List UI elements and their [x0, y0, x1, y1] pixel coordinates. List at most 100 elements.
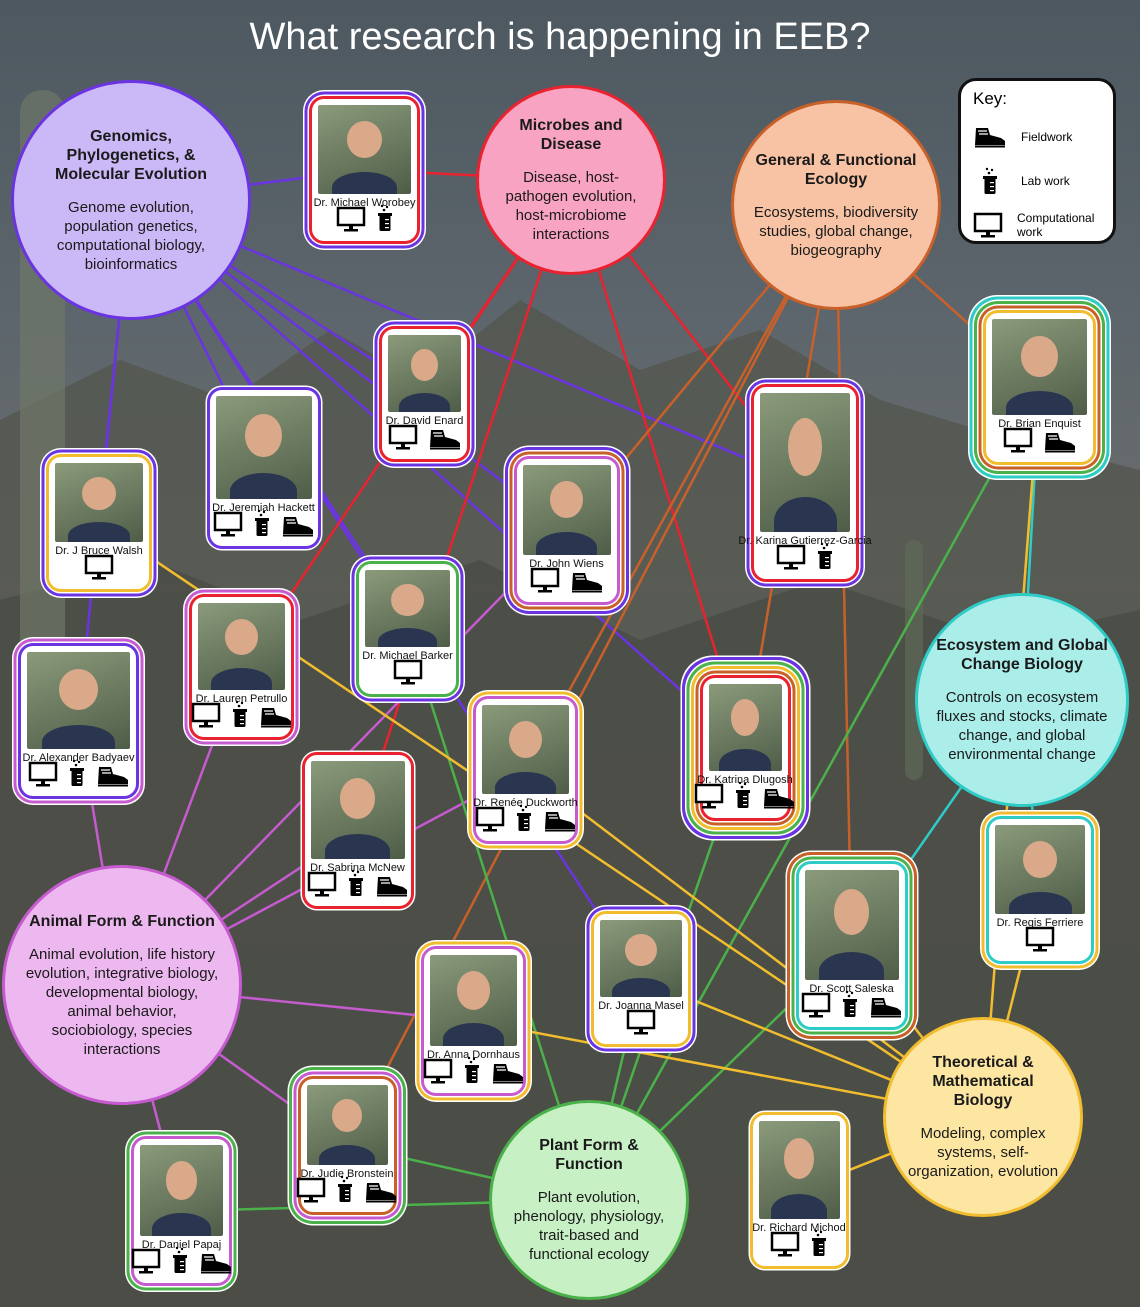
- area-description: Plant evolution, phenology, physiology, …: [513, 1189, 665, 1263]
- person-card-wiens[interactable]: Dr. John Wiens: [516, 458, 617, 602]
- work-type-icons: [131, 1246, 233, 1279]
- person-card-barker[interactable]: Dr. Michael Barker: [359, 564, 456, 694]
- beaker-icon: [810, 1229, 828, 1262]
- key-title: Key:: [973, 89, 1008, 108]
- person-card-masel[interactable]: Dr. Joanna Masel: [594, 914, 688, 1044]
- person-photo: [318, 105, 411, 194]
- monitor-icon: [28, 761, 58, 792]
- research-area-genomics: Genomics, Phylogenetics, & Molecular Evo…: [11, 80, 251, 320]
- beaker-icon: [253, 509, 271, 542]
- person-photo: [992, 319, 1087, 415]
- person-card-michod[interactable]: Dr. Richard Michod: [752, 1114, 846, 1266]
- beaker-icon: [68, 759, 86, 792]
- person-card-ferriere[interactable]: Dr. Regis Ferriere: [989, 819, 1091, 961]
- work-type-icons: [694, 781, 796, 814]
- monitor-icon: [1003, 427, 1033, 458]
- person-name: Dr. J Bruce Walsh: [55, 545, 143, 557]
- person-card-mcnew[interactable]: Dr. Sabrina McNew: [304, 754, 411, 906]
- work-type-icons: [530, 567, 604, 598]
- work-type-icons: [28, 759, 130, 792]
- area-description: Modeling, complex systems, self-organiza…: [907, 1125, 1059, 1180]
- person-photo: [140, 1145, 223, 1236]
- person-card-bronstein[interactable]: Dr. Judie Bronstein: [296, 1078, 396, 1212]
- boot-icon: [869, 996, 903, 1023]
- person-photo: [995, 825, 1085, 914]
- monitor-icon: [1025, 926, 1055, 957]
- boot-icon: [96, 765, 130, 792]
- person-photo: [758, 1120, 840, 1219]
- boot-icon: [199, 1252, 233, 1279]
- boot-icon: [762, 787, 796, 814]
- key-item-labwork: Lab work: [973, 159, 1101, 203]
- work-type-icons: [770, 1229, 828, 1262]
- monitor-icon: [626, 1009, 656, 1040]
- person-name: Dr. Alexander Badyaev: [22, 752, 135, 764]
- work-type-icons: [801, 990, 903, 1023]
- link-genomics-dlugosh: [130, 199, 746, 749]
- person-photo: [310, 760, 405, 859]
- person-card-enquist[interactable]: Dr. Brian Enquist: [986, 313, 1093, 462]
- boot-icon: [364, 1181, 398, 1208]
- person-card-saleska[interactable]: Dr. Scott Saleska: [798, 863, 905, 1027]
- monitor-icon: [530, 567, 560, 598]
- person-card-duckworth[interactable]: Dr. Renée Duckworth: [473, 699, 578, 841]
- beaker-icon: [515, 804, 533, 837]
- work-type-icons: [388, 424, 462, 455]
- person-name: Dr. Richard Michod: [752, 1221, 846, 1234]
- beaker-icon: [816, 542, 834, 575]
- person-photo: [27, 652, 130, 749]
- person-name: Dr. David Enard: [385, 415, 464, 427]
- person-name: Dr. Katrina Dlugosh: [697, 773, 793, 786]
- person-card-gutierrez[interactable]: Dr. Karina Gutierrez-Garcia: [738, 387, 872, 579]
- link-genomics-gutierrez: [130, 198, 806, 485]
- person-card-worobey[interactable]: Dr. Michael Worobey: [312, 99, 417, 241]
- key-label: Computational work: [1017, 211, 1095, 239]
- boot-icon: [543, 810, 577, 837]
- monitor-icon: [776, 544, 806, 575]
- key-label: Fieldwork: [1021, 130, 1073, 144]
- area-title: Animal Form & Function: [29, 912, 215, 930]
- person-photo: [215, 395, 312, 499]
- person-photo: [388, 335, 461, 412]
- area-description: Genome evolution, population genetics, c…: [56, 198, 206, 273]
- person-card-walsh[interactable]: Dr. J Bruce Walsh: [49, 457, 149, 589]
- beaker-icon: [973, 167, 1007, 195]
- person-photo: [430, 955, 517, 1046]
- person-name: Dr. Daniel Papaj: [141, 1239, 222, 1251]
- person-name: Dr. Joanna Masel: [598, 1000, 684, 1012]
- area-title: Genomics, Phylogenetics, & Molecular Evo…: [54, 127, 207, 183]
- link-microbes-dlugosh: [569, 179, 747, 748]
- boot-icon: [973, 126, 1007, 148]
- person-name: Dr. Lauren Petrullo: [195, 693, 288, 705]
- person-photo: [482, 705, 569, 794]
- work-type-icons: [423, 1056, 525, 1089]
- area-description: Controls on ecosystem fluxes and stocks,…: [936, 689, 1108, 763]
- boot-icon: [491, 1062, 525, 1089]
- monitor-icon: [801, 992, 831, 1023]
- work-type-icons: [191, 700, 293, 733]
- person-name: Dr. Karina Gutierrez-Garcia: [738, 535, 872, 547]
- monitor-icon: [191, 702, 221, 733]
- person-card-papaj[interactable]: Dr. Daniel Papaj: [131, 1139, 231, 1283]
- monitor-icon: [423, 1058, 453, 1089]
- person-name: Dr. Judie Bronstein: [300, 1167, 394, 1180]
- monitor-icon: [336, 206, 366, 237]
- person-photo: [708, 683, 782, 771]
- person-card-enard[interactable]: Dr. David Enard: [382, 329, 467, 459]
- person-card-hackett[interactable]: Dr. Jeremiah Hackett: [209, 389, 318, 546]
- person-card-dornhaus[interactable]: Dr. Anna Dornhaus: [423, 949, 525, 1093]
- person-name: Dr. John Wiens: [529, 557, 604, 570]
- person-card-petrullo[interactable]: Dr. Lauren Petrullo: [191, 597, 293, 737]
- monitor-icon: [475, 806, 505, 837]
- work-type-icons: [1025, 926, 1055, 957]
- monitor-icon: [213, 511, 243, 542]
- boot-icon: [281, 515, 315, 542]
- work-type-icons: [475, 804, 577, 837]
- work-type-icons: [84, 554, 114, 585]
- area-description: Disease, host-pathogen evolution, host-m…: [505, 169, 637, 243]
- monitor-icon: [694, 783, 724, 814]
- person-card-dlugosh[interactable]: Dr. Katrina Dlugosh: [694, 677, 794, 818]
- person-name: Dr. Renée Duckworth: [473, 797, 578, 809]
- person-card-badyaev[interactable]: Dr. Alexander Badyaev: [21, 646, 136, 796]
- monitor-icon: [307, 871, 337, 902]
